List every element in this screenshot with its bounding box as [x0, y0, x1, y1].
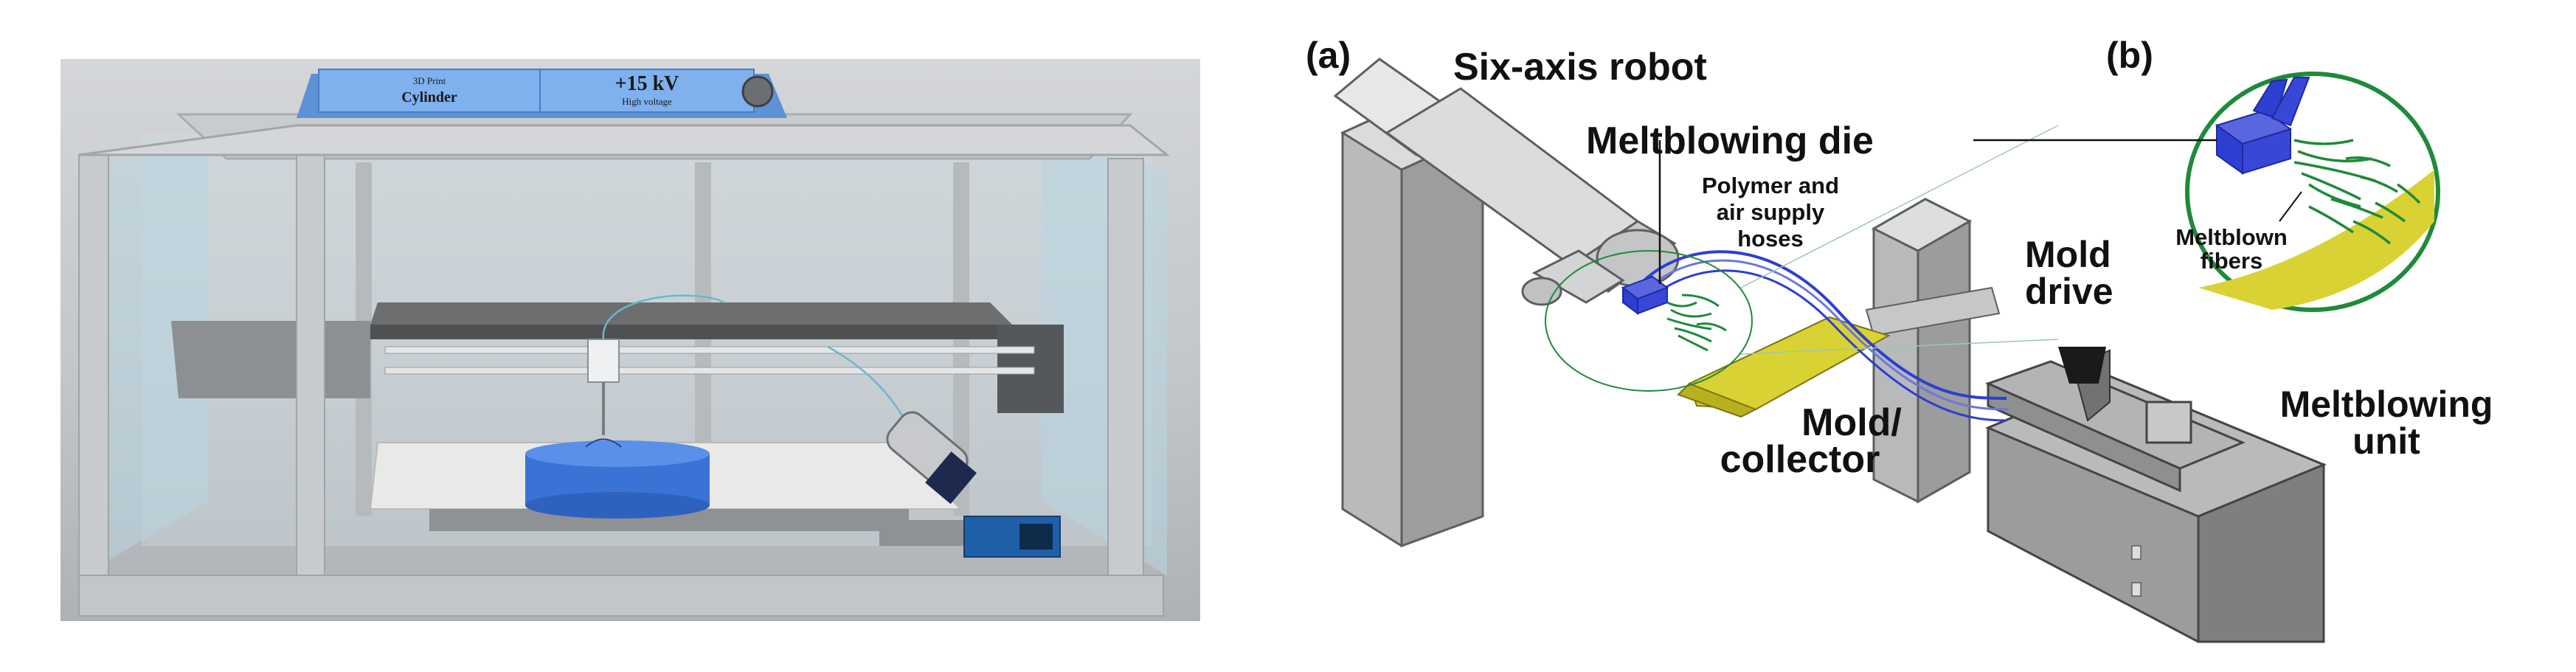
meltblowing-die-large: [2215, 77, 2310, 175]
meltblowing-die-small: [1621, 275, 1669, 315]
print-carriage: [587, 339, 620, 383]
printed-cylinder-bottom: [525, 492, 710, 519]
mold-drive-line2: drive: [2025, 271, 2113, 312]
rail-lower: [384, 367, 1035, 375]
hoses-label-line3: hoses: [1737, 226, 1804, 252]
gantry-arm-left: [171, 321, 370, 398]
meltblowing-diagram: (a) (b) Six-axis robot Meltblowing die P…: [1225, 0, 2576, 672]
robot-arm: [1333, 58, 1680, 306]
robot-label: Six-axis robot: [1453, 46, 1707, 89]
meltblowing-svg: (a) (b) Six-axis robot Meltblowing die P…: [1306, 35, 2493, 643]
unit-line1: Meltblowing: [2280, 384, 2493, 425]
magnifier-line-bottom: [1740, 339, 2059, 355]
fibers-small: [1666, 294, 1727, 352]
die-label: Meltblowing die: [1586, 119, 1874, 162]
panel-a-label: (a): [1306, 35, 1351, 76]
syringe-pump: [886, 411, 1061, 558]
hose-2: [1640, 259, 2009, 411]
front-post-left: [296, 154, 325, 598]
hoses-label-line1: Polymer and: [1702, 173, 1839, 198]
front-bottom-rail: [78, 575, 1164, 617]
mold-collector-line1: Mold/: [1801, 401, 1902, 444]
gantry-beam: [370, 325, 1012, 406]
magnifier-line-top: [1740, 125, 2059, 288]
gantry-top: [370, 302, 1012, 325]
mold-shaft: [1865, 286, 2001, 337]
printed-cylinder-top: [525, 440, 710, 467]
magnifier-small-circle: [1545, 250, 1753, 392]
hopper-icon: [2058, 347, 2106, 384]
display-voltage-caption: High voltage: [622, 96, 672, 107]
printer-illustration: 3D Print Cylinder +15 kV High voltage: [60, 59, 1200, 621]
mold-collector-line2: collector: [1720, 438, 1880, 481]
control-panel: 3D Print Cylinder +15 kV High voltage: [297, 69, 787, 118]
printer-svg: 3D Print Cylinder +15 kV High voltage: [78, 69, 1171, 617]
fibers-line2: fibers: [2201, 248, 2262, 274]
mold-drive: [1871, 198, 1973, 504]
panel-b-label: (b): [2106, 35, 2153, 76]
fibers-line1: Meltblown: [2175, 224, 2288, 250]
build-plate-base: [429, 509, 909, 531]
mold-drive-line1: Mold: [2025, 234, 2111, 275]
left-glass: [83, 140, 208, 575]
corner-post-left: [78, 154, 109, 598]
fibers-leader: [2279, 191, 2302, 222]
front-top-rail: [78, 124, 1171, 156]
rail-upper: [384, 346, 1035, 354]
inset-b: [2185, 72, 2440, 312]
deposited-fiber: [585, 438, 622, 448]
power-knob-icon: [741, 75, 774, 108]
meltblowing-unit: [1984, 347, 2327, 643]
display-voltage: +15 kV: [615, 72, 679, 95]
unit-line2: unit: [2352, 420, 2420, 462]
hoses-label-line2: air supply: [1717, 199, 1825, 225]
mold-collector: [1688, 316, 1891, 411]
hose-3: [1644, 269, 2007, 422]
front-post-right: [1107, 158, 1144, 602]
hv-wire-top: [602, 294, 725, 340]
hose-1: [1636, 250, 2007, 400]
display-title-line1: 3D Print: [413, 75, 446, 86]
fibers-large: [2293, 139, 2421, 245]
display-title-line2: Cylinder: [401, 89, 457, 105]
